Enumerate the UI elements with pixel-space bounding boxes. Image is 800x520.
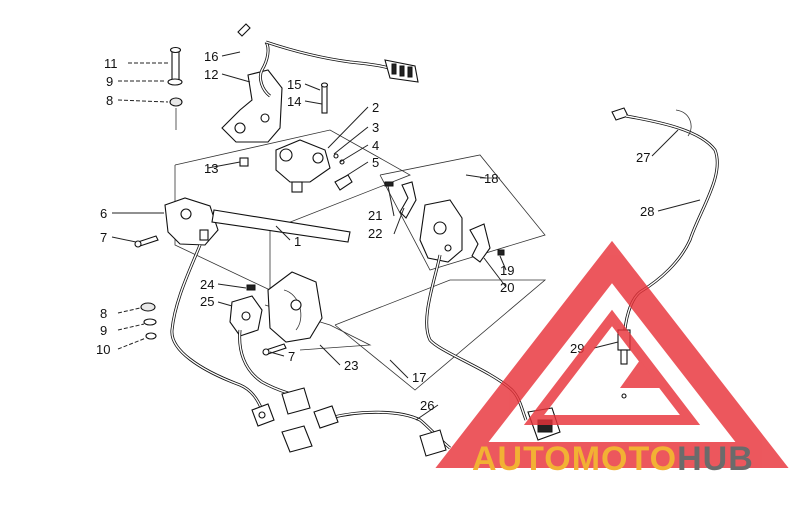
callout-14: 14 (287, 94, 301, 109)
watermark-triangle-icon (435, 240, 789, 468)
screw-7b (262, 343, 287, 356)
callout-27: 27 (636, 150, 650, 165)
callout-8a: 8 (106, 93, 113, 108)
harness-connector-4 (313, 405, 339, 429)
block-25 (229, 295, 263, 337)
callout-20: 20 (500, 280, 514, 295)
throttle-block-6 (164, 197, 219, 246)
callout-10: 10 (96, 342, 110, 357)
wire-connector-plug (384, 59, 419, 83)
callout-6: 6 (100, 206, 107, 221)
callout-1: 1 (294, 234, 301, 249)
spacer-8b (140, 302, 156, 312)
watermark-logo: AUTOMOTOHUB (435, 240, 789, 478)
watermark-moto: MOTO (572, 440, 677, 478)
harness-connector-5 (419, 429, 447, 457)
harness-connector-3 (281, 425, 313, 453)
callout-18: 18 (484, 171, 498, 186)
callout-13: 13 (204, 161, 218, 176)
assembly-outline-17 (334, 279, 547, 391)
housing-23 (267, 271, 323, 343)
bracket-12 (221, 69, 283, 143)
watermark-auto: AUTO (472, 440, 572, 478)
bolt-11 (169, 46, 182, 81)
callout-26: 26 (420, 398, 434, 413)
callout-5: 5 (372, 155, 379, 170)
watermark-text: AUTOMOTOHUB (472, 440, 754, 478)
callout-11: 11 (104, 56, 118, 71)
small-parts-3-4-5 (333, 153, 353, 191)
washer-9b (143, 318, 157, 326)
callout-25: 25 (200, 294, 214, 309)
axle-1 (211, 209, 351, 243)
callout-21: 21 (368, 208, 382, 223)
washer-9 (167, 78, 183, 86)
callout-22: 22 (368, 226, 382, 241)
cable-tie-16 (237, 23, 251, 37)
harness-connector-1 (251, 403, 275, 427)
callout-8b: 8 (100, 306, 107, 321)
callout-19: 19 (500, 263, 514, 278)
plate-18 (419, 199, 463, 263)
screw-24 (246, 284, 256, 291)
callout-4: 4 (372, 138, 379, 153)
callout-2: 2 (372, 100, 379, 115)
callout-24: 24 (200, 277, 214, 292)
harness-connector-2 (281, 387, 311, 415)
callout-7b: 7 (288, 349, 295, 364)
screw-7 (134, 235, 159, 248)
callout-9a: 9 (106, 74, 113, 89)
callout-7a: 7 (100, 230, 107, 245)
callout-15: 15 (287, 77, 301, 92)
switch-housing-2 (275, 139, 331, 193)
callout-28: 28 (640, 204, 654, 219)
callout-17: 17 (412, 370, 426, 385)
callout-23: 23 (344, 358, 358, 373)
spacer-8 (169, 97, 183, 107)
callout-12: 12 (204, 67, 218, 82)
callout-3: 3 (372, 120, 379, 135)
watermark-hub: HUB (677, 440, 754, 478)
nut-10 (145, 332, 157, 340)
callout-16: 16 (204, 49, 218, 64)
leader-lines (111, 51, 701, 421)
bracket-20 (469, 223, 491, 263)
screw-21 (384, 181, 394, 187)
cable-end-27 (611, 107, 629, 121)
terminal-14 (320, 82, 329, 114)
callout-9b: 9 (100, 323, 107, 338)
callouts: 11 9 8 16 12 15 14 2 3 4 5 13 6 7 1 24 2… (96, 49, 654, 413)
clip-13 (239, 157, 249, 167)
screw-19 (497, 249, 505, 256)
